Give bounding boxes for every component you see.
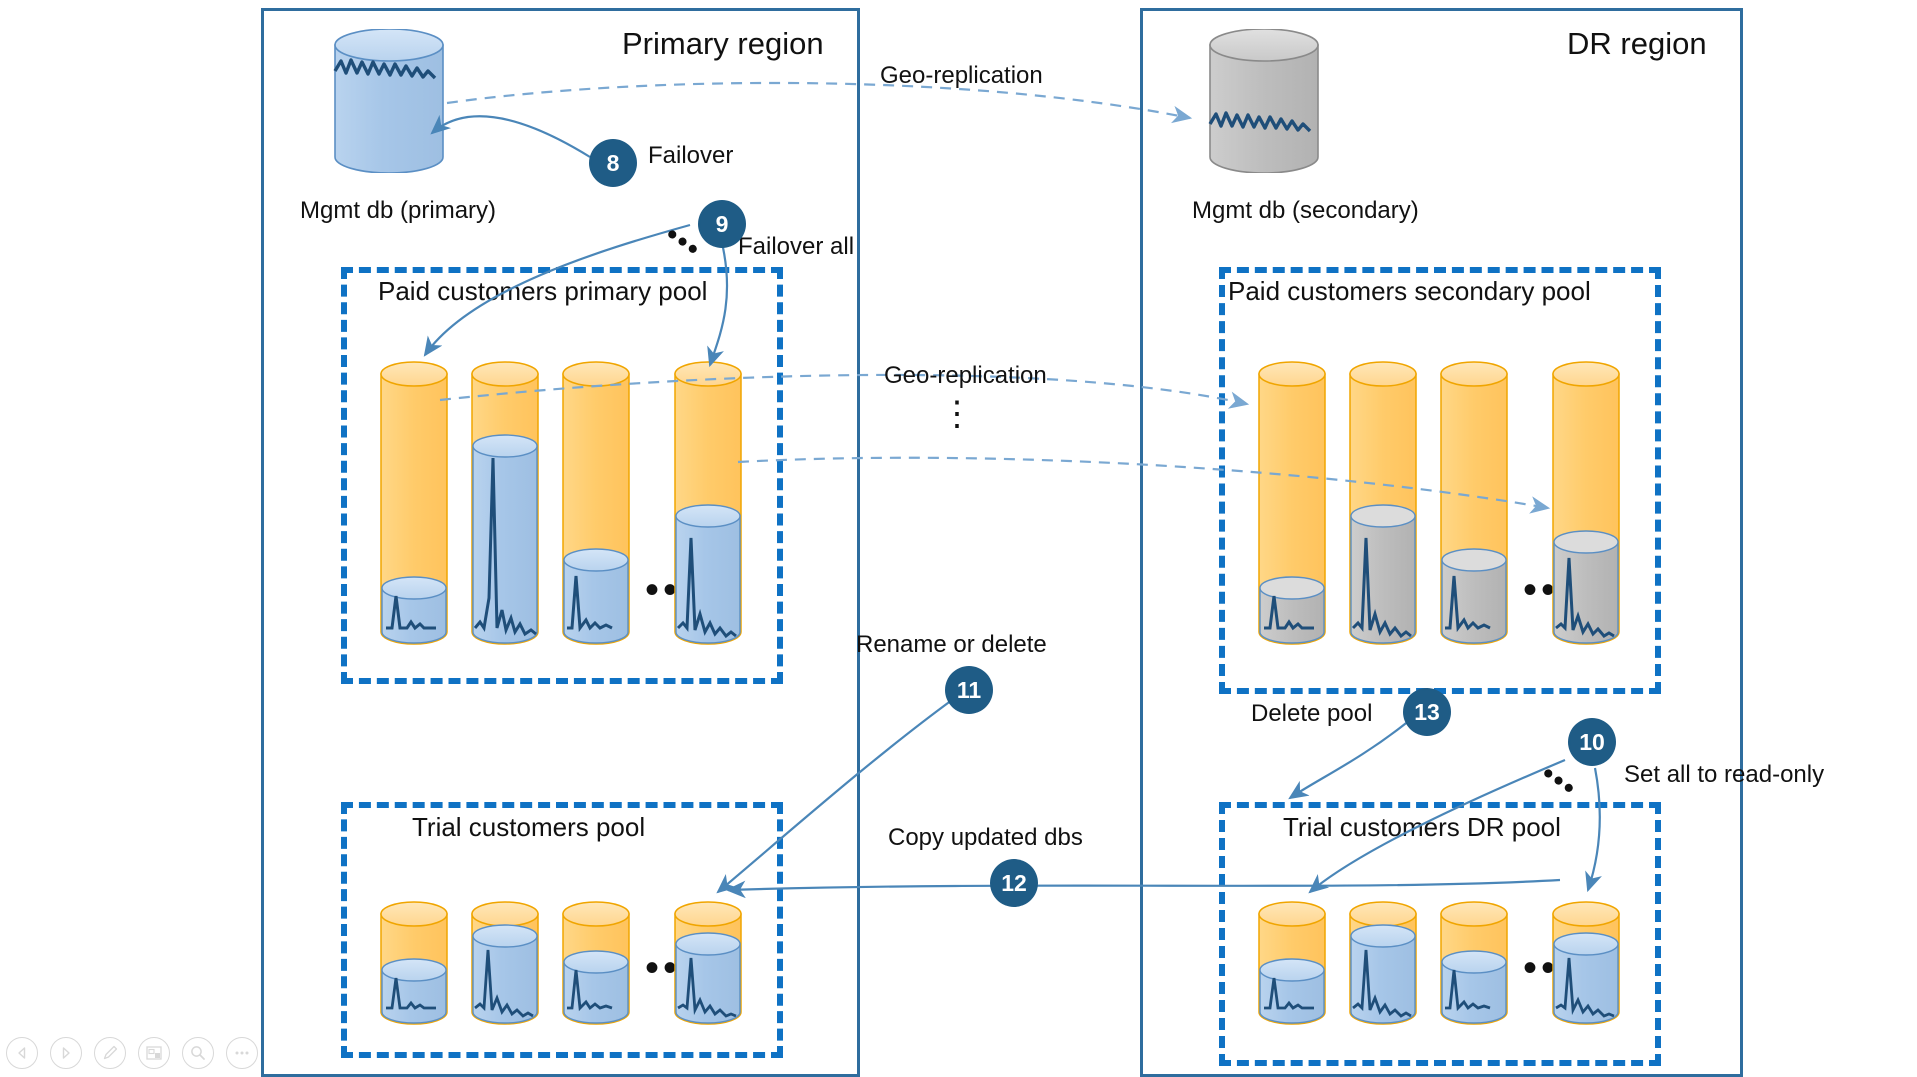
connector-copy-updated-dbs-12 [725, 878, 1561, 899]
paid-secondary-db-4 [1552, 361, 1620, 645]
edge-label-delete-pool: Delete pool [1251, 700, 1373, 727]
edge-label-failover-all: Failover all [738, 233, 855, 260]
paid-primary-db-4 [674, 361, 742, 645]
pool-box-trial-primary [341, 802, 783, 1058]
trial-primary-db-2 [471, 901, 539, 1025]
region-box-primary [261, 8, 860, 1077]
connector-failover-all-9-right [707, 242, 729, 368]
connector-set-readonly-10-left [1308, 758, 1566, 894]
edge-label-set-all-to-read-only: Set all to read-only [1624, 761, 1825, 788]
step-badge-11[interactable]: 11 [947, 668, 991, 712]
connector-failover-all-9-left [423, 223, 691, 357]
edge-label-copy-updated-dbs: Copy updated dbs [888, 824, 1083, 851]
more-icon[interactable] [226, 1037, 258, 1069]
viewer-toolbar[interactable] [6, 1037, 258, 1069]
connector-delete-pool-13 [1288, 719, 1411, 800]
pencil-icon[interactable] [94, 1037, 126, 1069]
mgmt-db-secondary-label: Mgmt db (secondary) [1192, 197, 1419, 224]
step-badge-9[interactable]: 9 [700, 202, 744, 246]
trial-primary-db-4 [674, 901, 742, 1025]
trial-primary-db-1 [380, 901, 448, 1025]
paid-secondary-db-3 [1440, 361, 1508, 645]
edge-label-failover: Failover [648, 142, 734, 169]
pool-title-paid-primary: Paid customers primary pool [378, 276, 708, 306]
trial-dr-db-1 [1258, 901, 1326, 1025]
trial-dr-db-4 [1552, 901, 1620, 1025]
connector-failover-8 [430, 114, 591, 158]
region-title-primary: Primary region [622, 26, 824, 61]
step-badge-10[interactable]: 10 [1570, 720, 1614, 764]
step-badge-13[interactable]: 13 [1405, 690, 1449, 734]
pool-title-trial-primary: Trial customers pool [412, 812, 646, 842]
previous-icon[interactable] [6, 1037, 38, 1069]
edge-label-geo-replication-pool: Geo-replication [884, 362, 1047, 389]
connector-geo-replication-pool-b [737, 456, 1551, 514]
pages-icon[interactable] [138, 1037, 170, 1069]
pool-box-paid-primary [341, 267, 783, 684]
edge-label-geo-replication-mgmt: Geo-replication [880, 62, 1043, 89]
pool-title-paid-secondary: Paid customers secondary pool [1228, 276, 1591, 306]
edge-label-rename-or-delete: Rename or delete [856, 631, 1047, 658]
step-badge-12[interactable]: 12 [992, 861, 1036, 905]
region-title-dr: DR region [1567, 26, 1707, 61]
region-box-dr [1140, 8, 1743, 1077]
trial-dr-db-3 [1440, 901, 1508, 1025]
paid-primary-db-2 [471, 361, 539, 645]
connector-set-readonly-10-right [1585, 767, 1602, 893]
paid-secondary-db-2 [1349, 361, 1417, 645]
paid-primary-db-3 [562, 361, 630, 645]
magnifier-icon[interactable] [182, 1037, 214, 1069]
pool-box-trial-dr [1219, 802, 1661, 1066]
mgmt-db-primary-cylinder [333, 29, 444, 173]
next-icon[interactable] [50, 1037, 82, 1069]
trial-primary-db-3 [562, 901, 630, 1025]
connector-rename-or-delete-11 [716, 699, 953, 894]
mgmt-db-secondary-cylinder [1208, 29, 1319, 173]
step-badge-8[interactable]: 8 [591, 141, 635, 185]
connector-geo-replication-mgmt [446, 81, 1193, 124]
trial-dr-db-2 [1349, 901, 1417, 1025]
pool-replication-ellipsis: ⋮ [940, 395, 974, 433]
paid-primary-db-1 [380, 361, 448, 645]
paid-secondary-db-1 [1258, 361, 1326, 645]
mgmt-db-primary-label: Mgmt db (primary) [300, 197, 497, 224]
connector-geo-replication-pool-a [439, 373, 1250, 409]
pool-title-trial-dr: Trial customers DR pool [1283, 812, 1561, 842]
pool-box-paid-secondary [1219, 267, 1661, 694]
